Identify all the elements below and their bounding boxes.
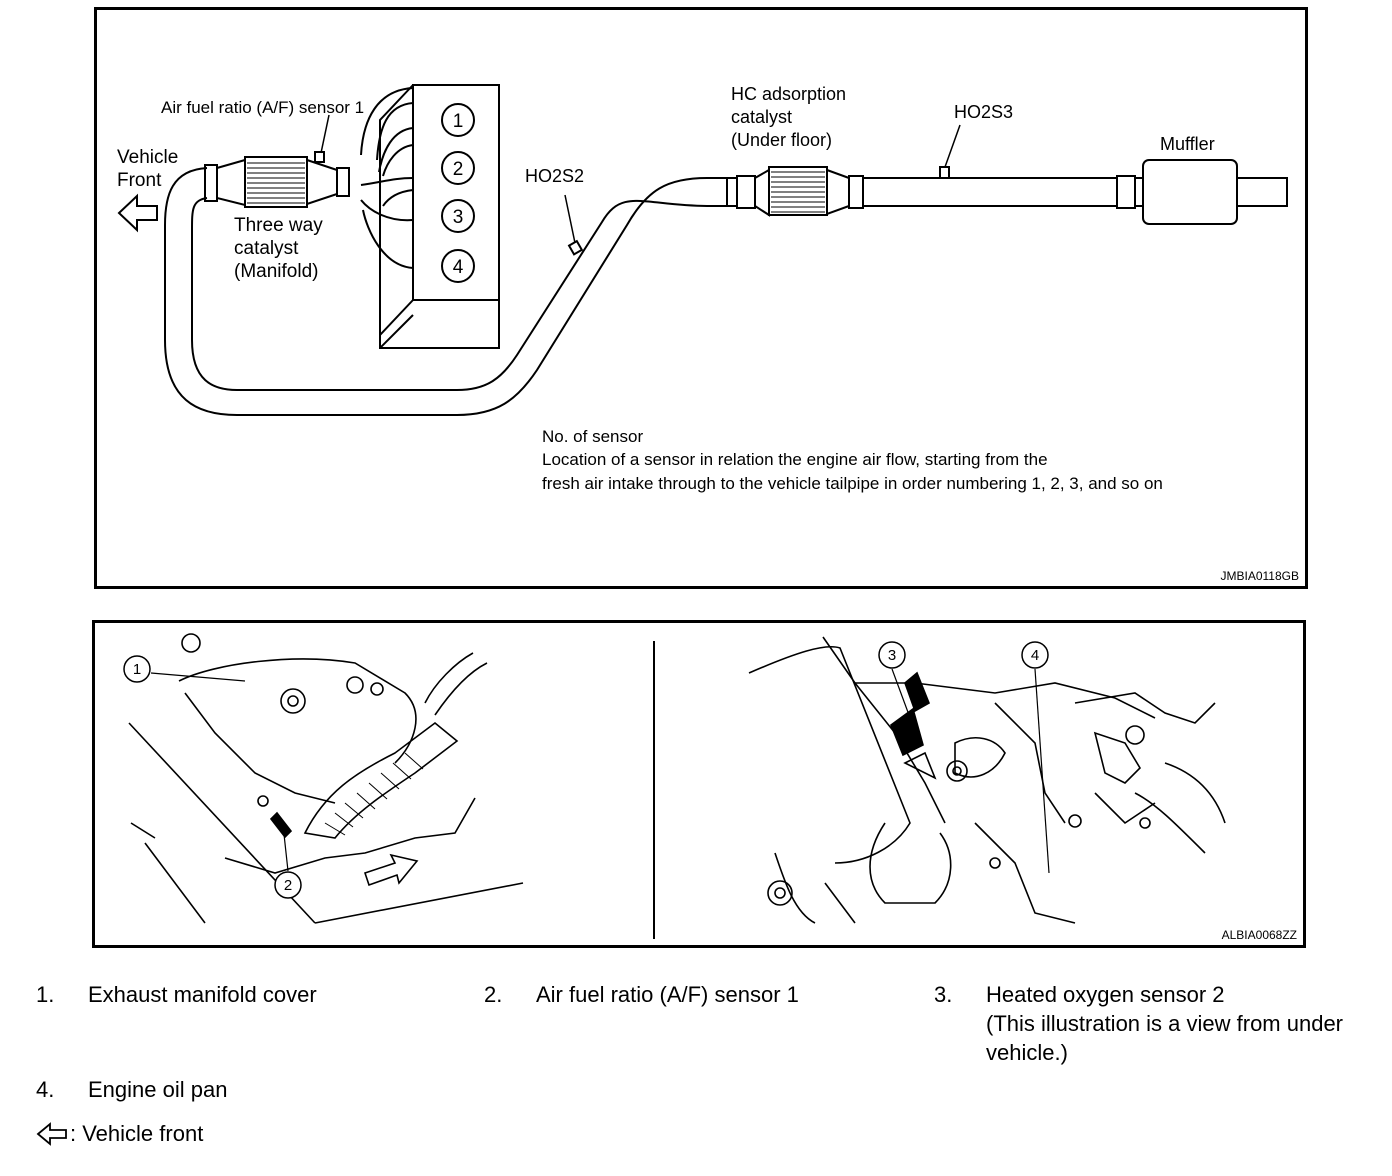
three-way-catalyst-label-line1: Three way — [234, 215, 323, 236]
af-sensor-label: Air fuel ratio (A/F) sensor 1 — [161, 98, 364, 117]
callout-4: 4 — [1031, 647, 1039, 664]
legend-text: Air fuel ratio (A/F) sensor 1 — [536, 982, 799, 1007]
hc-catalyst-label-line3: (Under floor) — [731, 130, 832, 150]
three-way-catalyst-label-line3: (Manifold) — [234, 261, 318, 282]
note-line-1: Location of a sensor in relation the eng… — [542, 450, 1048, 469]
key-text: : Vehicle front — [70, 1121, 204, 1147]
note-title: No. of sensor — [542, 427, 643, 446]
sensor-illustration-svg: 1 2 — [123, 633, 1297, 942]
exhaust-diagram-svg: Air fuel ratio (A/F) sensor 1 Vehicle Fr… — [117, 84, 1299, 583]
exhaust-manifold — [360, 87, 414, 269]
ho2s2-label: HO2S2 — [525, 166, 584, 186]
exhaust-system-diagram: Air fuel ratio (A/F) sensor 1 Vehicle Fr… — [94, 7, 1308, 589]
legend-text: Engine oil pan — [88, 1077, 228, 1102]
hc-catalyst-label-line1: HC adsorption — [731, 84, 846, 104]
diagram-code: JMBIA0118GB — [1221, 569, 1299, 583]
muffler-label: Muffler — [1160, 134, 1215, 154]
cylinder-2-label: 2 — [453, 159, 464, 180]
three-way-catalyst-label-line2: catalyst — [234, 238, 299, 259]
right-callout-lines — [891, 668, 1050, 874]
cylinder-circles — [441, 103, 475, 283]
vehicle-front-label-line2: Front — [117, 170, 162, 191]
vehicle-front-arrow-icon — [117, 193, 158, 233]
exhaust-pipe — [164, 167, 756, 416]
legend-item-3: 3. Heated oxygen sensor 2 (This illustra… — [934, 980, 1384, 1072]
legend-number: 3. — [934, 982, 953, 1007]
legend-text: Exhaust manifold cover — [88, 982, 317, 1007]
legend-text-line1: Heated oxygen sensor 2 — [986, 982, 1225, 1007]
cylinder-1-label: 1 — [453, 111, 464, 132]
legend-item-1: 1. Exhaust manifold cover — [36, 980, 456, 1014]
sensor-location-illustrations: 1 2 — [92, 620, 1306, 948]
hc-catalyst-label-line2: catalyst — [731, 107, 792, 127]
note-line-2: fresh air intake through to the vehicle … — [542, 474, 1163, 493]
leader-lines — [320, 114, 961, 244]
three-way-catalyst — [204, 151, 350, 208]
legend-text-line2: (This illustration is a view from under — [986, 1011, 1344, 1036]
legend-item-4: 4. Engine oil pan — [36, 1075, 456, 1109]
left-engine-illustration — [128, 633, 524, 924]
left-callout-lines — [150, 672, 289, 872]
illustration-code: ALBIA0068ZZ — [1222, 928, 1297, 942]
legend-number: 2. — [484, 982, 503, 1007]
callout-2: 2 — [284, 877, 292, 894]
legend-number: 1. — [36, 982, 55, 1007]
callout-1: 1 — [133, 661, 141, 678]
vehicle-front-label-line1: Vehicle — [117, 147, 178, 168]
legend-text-line3: vehicle.) — [986, 1040, 1068, 1065]
vehicle-front-arrow-icon — [36, 1122, 67, 1147]
legend-item-2: 2. Air fuel ratio (A/F) sensor 1 — [484, 980, 904, 1014]
callout-3: 3 — [888, 647, 896, 664]
ho2s3-label: HO2S3 — [954, 102, 1013, 122]
cylinder-4-label: 4 — [453, 257, 464, 278]
engine-block — [379, 84, 500, 349]
cylinder-3-label: 3 — [453, 207, 464, 228]
vehicle-front-key: : Vehicle front — [36, 1120, 203, 1150]
hc-adsorption-catalyst — [754, 166, 1136, 217]
muffler — [1135, 159, 1288, 225]
legend-number: 4. — [36, 1077, 55, 1102]
right-underbody-illustration — [748, 636, 1226, 924]
